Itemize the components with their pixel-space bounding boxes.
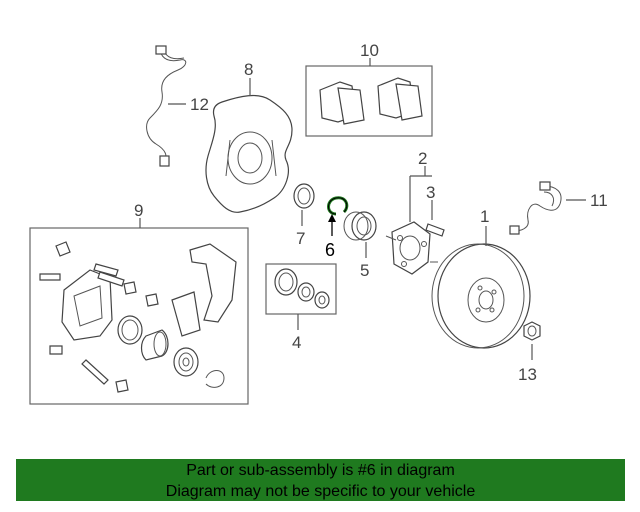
- part-9-caliper-assembly[interactable]: [29, 218, 249, 405]
- callout-1: 1: [480, 207, 489, 226]
- callout-8: 8: [244, 60, 253, 79]
- callout-4: 4: [292, 333, 301, 352]
- part-6-snap-ring[interactable]: [327, 196, 349, 236]
- part-3-hub-bolt[interactable]: [425, 223, 445, 237]
- part-8-dust-shield[interactable]: [205, 78, 293, 213]
- banner-line-2: Diagram may not be specific to your vehi…: [165, 483, 476, 500]
- callout-9: 9: [134, 201, 143, 220]
- banner-line-1: Part or sub-assembly is #6 in diagram: [186, 462, 455, 479]
- callout-11: 11: [590, 191, 608, 210]
- part-4-seal-kit[interactable]: [265, 263, 337, 330]
- part-1-rotor[interactable]: [431, 226, 531, 349]
- part-13-nut[interactable]: [523, 321, 541, 360]
- callout-12: 12: [190, 95, 209, 114]
- part-11-brake-hose[interactable]: [509, 181, 586, 235]
- callout-3: 3: [426, 183, 435, 202]
- part-7-seal[interactable]: [293, 183, 315, 226]
- callout-2-3-leaders: [409, 166, 433, 222]
- callout-6: 6: [325, 240, 335, 260]
- part-5-bearing[interactable]: [343, 211, 377, 258]
- callout-7: 7: [296, 229, 305, 248]
- part-10-brake-pads[interactable]: [305, 58, 433, 137]
- callout-2: 2: [418, 149, 427, 168]
- callout-13: 13: [518, 365, 537, 384]
- part-2-hub[interactable]: [385, 221, 438, 275]
- callout-10: 10: [360, 41, 379, 60]
- info-banner: Part or sub-assembly is #6 in diagram Di…: [16, 459, 625, 501]
- callout-5: 5: [360, 261, 369, 280]
- part-12-sensor-wire[interactable]: [146, 45, 187, 167]
